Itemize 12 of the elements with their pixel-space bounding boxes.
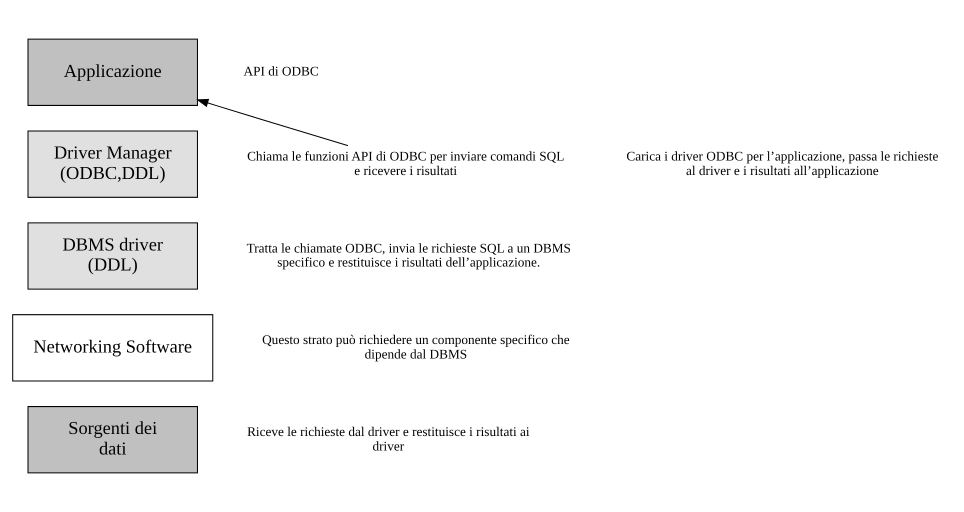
label: Carica i driver ODBC per l’applicazione, passa le richieste al driver e i risultati all’applicazione xyxy=(626,148,938,178)
label: Riceve le richieste dal driver e restituisce i risultati ai driver xyxy=(247,424,530,454)
node-box: Networking Software xyxy=(12,314,214,382)
arrow xyxy=(196,98,348,146)
node-box: Applicazione xyxy=(28,38,198,106)
label: Tratta le chiamate ODBC, invia le richieste SQL a un DBMS specifico e restituisce i risultati dell’applicazione. xyxy=(246,240,571,270)
node-text: Chiama le funzioni API di ODBC per inviare comandi SQL e ricevere i risultati xyxy=(247,148,564,178)
node-box: Sorgenti dei dati xyxy=(28,406,198,474)
node-box: DBMS driver (DDL) xyxy=(28,222,198,290)
label: Questo strato può richiedere un componente specifico che dipende dal DBMS xyxy=(262,332,570,362)
label: API di ODBC xyxy=(244,64,319,79)
node-box: Driver Manager (ODBC,DDL) xyxy=(28,130,198,198)
